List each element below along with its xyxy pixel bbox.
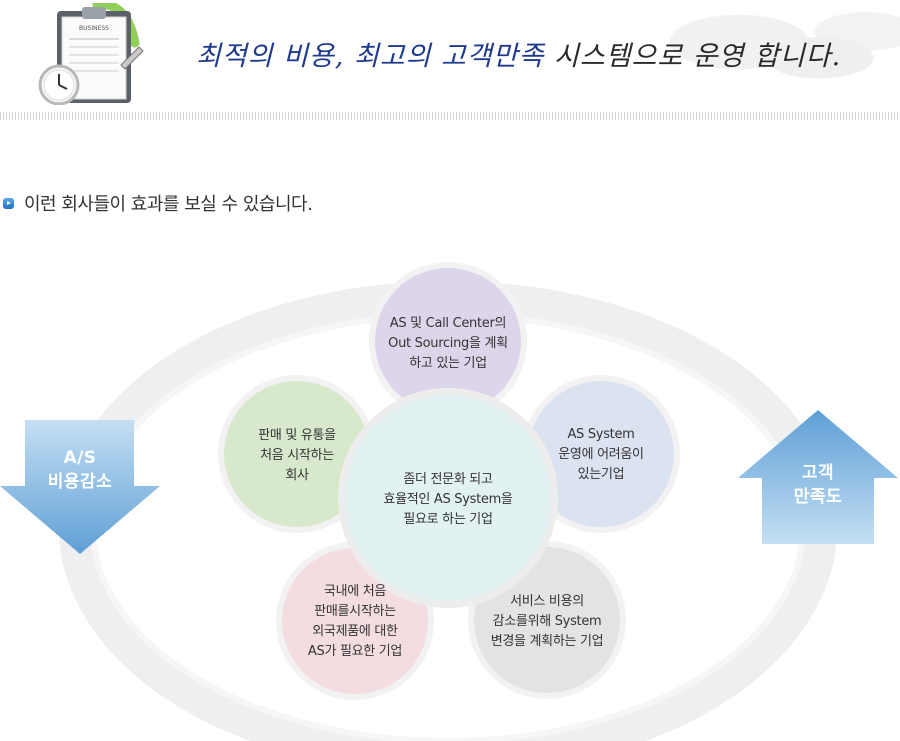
cost-reduction-arrow [0,420,160,554]
center-label: 좀더 전문화 되고 효율적인 AS System을 필요로 하는 기업 [383,472,513,527]
bullet-icon [3,197,14,209]
node-label-bottom-left: 국내에 처음 판매를시작하는 외국제품에 대한 AS가 필요한 기업 [307,584,403,659]
slogan-highlight: 최적의 비용, 최고의 고객만족 [196,41,545,72]
node-label-right: AS System 운영에 어려움이 있는기업 [558,427,644,482]
header-divider [0,112,900,120]
node-label-top: AS 및 Call Center의 Out Sourcing을 계획 하고 있는… [388,316,508,371]
world-map-background [670,0,900,105]
intro-text: 이런 회사들이 효과를 보실 수 있습니다. [24,194,313,215]
cost-reduction-label: A/S 비용감소 [47,448,113,492]
header-slogan: 최적의 비용, 최고의 고객만족 시스템으로 운영 합니다. [196,34,876,73]
node-circle-left [218,375,376,533]
satisfaction-arrow [738,410,898,544]
slogan-rest: 시스템으로 운영 합니다. [554,41,842,72]
business-clipboard-icon: BUSINESS [38,3,144,105]
intro-line: 이런 회사들이 효과를 보실 수 있습니다. [3,190,313,216]
node-circle-right [522,375,680,533]
svg-text:BUSINESS: BUSINESS [79,25,109,32]
node-label-bottom-right: 서비스 비용의 감소를위해 System 변경을 계획하는 기업 [490,594,604,649]
center-circle [338,388,558,608]
diagram-canvas [0,262,898,741]
node-circle-top [369,262,527,420]
node-label-left: 판매 및 유통을 처음 시작하는 회사 [258,428,336,483]
page-header: BUSINESS 최적의 비용, 최고의 고객만족 시스템으로 운영 합니다. [0,0,900,112]
satisfaction-label: 고객 만족도 [793,463,843,507]
